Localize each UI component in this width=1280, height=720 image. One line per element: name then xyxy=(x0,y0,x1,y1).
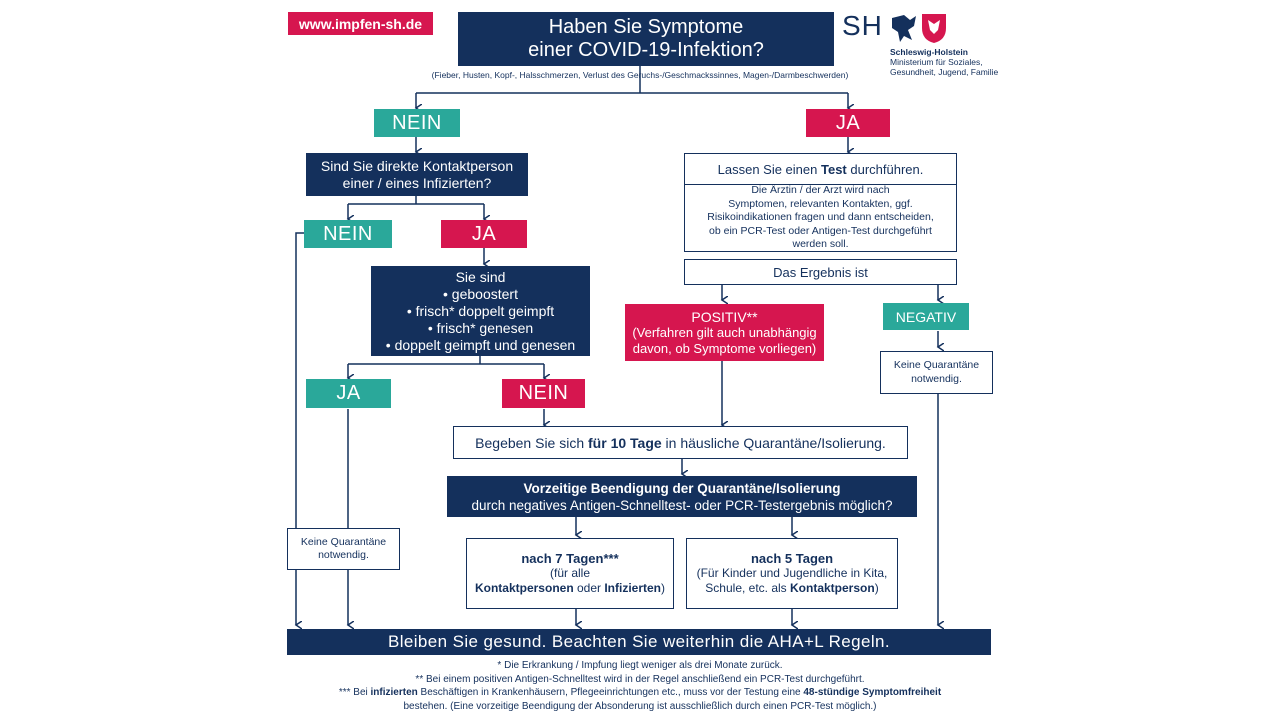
quarantine-pre: Begeben Sie sich xyxy=(475,434,589,451)
yes-symptoms-label: JA xyxy=(806,109,890,137)
positive-label: POSITIV** xyxy=(691,308,758,325)
footnote-4: bestehen. (Eine vorzeitige Beendigung de… xyxy=(403,700,877,712)
status-item: • doppelt geimpft und genesen xyxy=(385,336,576,353)
seven-days-option: nach 7 Tagen*** (für alle Kontaktpersone… xyxy=(466,538,674,609)
doctor-info-line: Risikoindikationen fragen und dann entsc… xyxy=(707,211,934,224)
no-quarantine-right-line-2: notwendig. xyxy=(911,372,962,385)
early-end-question: Vorzeitige Beendigung der Quarantäne/Iso… xyxy=(447,476,917,517)
doctor-info-line: Die Ärztin / der Arzt wird nach xyxy=(751,184,890,197)
test-text-post: durchführen. xyxy=(846,161,924,177)
symptoms-subtitle: (Fieber, Husten, Kopf-, Halsschmerzen, V… xyxy=(431,70,849,80)
five-days-line-1: (Für Kinder und Jugendliche in Kita, xyxy=(696,566,888,580)
title-line-1: Haben Sie Symptome xyxy=(548,16,744,38)
contact-question-line-1: Sind Sie direkte Kontaktperson xyxy=(320,157,514,174)
negative-result-label: NEGATIV xyxy=(883,303,969,330)
quarantine-bold: für 10 Tage xyxy=(588,434,662,451)
positive-result-box: POSITIV** (Verfahren gilt auch unabhängi… xyxy=(625,304,824,361)
seven-days-title: nach 7 Tagen*** xyxy=(521,551,619,566)
quarantine-post: in häusliche Quarantäne/Isolierung. xyxy=(661,434,886,451)
doctor-info-line: Symptomen, relevanten Kontakten, ggf. xyxy=(728,197,913,210)
early-end-line-2: durch negatives Antigen-Schnelltest- ode… xyxy=(471,497,893,513)
five-days-pre: Schule, etc. als xyxy=(705,581,791,595)
logo-ministry-1: Ministerium für Soziales, xyxy=(890,57,983,67)
logo-mark: SH xyxy=(842,10,883,41)
stay-healthy-banner: Bleiben Sie gesund. Beachten Sie weiterh… xyxy=(287,629,991,655)
five-days-end: ) xyxy=(874,581,879,595)
title-line-2: einer COVID-19-Infektion? xyxy=(528,39,764,61)
five-days-contact: Kontaktperson xyxy=(790,581,875,595)
test-text-pre: Lassen Sie einen xyxy=(717,161,821,177)
footnote-3b: infizierten xyxy=(370,687,418,698)
no-quarantine-right-line-1: Keine Quarantäne xyxy=(893,359,980,371)
no-quarantine-right: Keine Quarantäne notwendig. xyxy=(880,351,993,394)
status-title: Sie sind xyxy=(455,268,506,285)
status-no-label: NEIN xyxy=(502,379,585,408)
seven-days-infected: Infizierten xyxy=(604,581,662,595)
seven-days-contacts: Kontaktpersonen xyxy=(474,581,574,595)
footnote-2: ** Bei einem positiven Antigen-Schnellte… xyxy=(415,673,865,685)
contact-question: Sind Sie direkte Kontaktperson einer / e… xyxy=(306,153,528,196)
footnote-1: * Die Erkrankung / Impfung liegt weniger… xyxy=(497,660,783,671)
seven-days-end: ) xyxy=(661,581,666,595)
logo-name: Schleswig-Holstein xyxy=(890,47,968,57)
page-title: Haben Sie Symptome einer COVID-19-Infekt… xyxy=(458,12,834,66)
no-quarantine-left-line-1: Keine Quarantäne xyxy=(300,535,387,548)
seven-days-line-1: (für alle xyxy=(549,566,590,580)
test-box: Lassen Sie einen Test durchführen. xyxy=(684,153,957,185)
positive-note-line-2: davon, ob Symptome vorliegen) xyxy=(632,340,817,356)
seven-days-or: oder xyxy=(573,581,605,595)
footnote-3a: *** Bei xyxy=(338,687,371,698)
status-item: • geboostert xyxy=(443,285,518,302)
footnote-3d: 48-stündige Symptomfreiheit xyxy=(803,687,942,698)
doctor-info-line: werden soll. xyxy=(792,238,849,251)
coat-of-arms-icon xyxy=(892,14,946,43)
not-contact-label: NEIN xyxy=(304,220,392,248)
status-item: • frisch* genesen xyxy=(427,319,534,336)
five-days-option: nach 5 Tagen (Für Kinder und Jugendliche… xyxy=(686,538,898,609)
quarantine-box: Begeben Sie sich für 10 Tage in häuslich… xyxy=(453,426,908,459)
five-days-title: nach 5 Tagen xyxy=(750,551,834,566)
website-badge-text: www.impfen-sh.de xyxy=(298,15,423,32)
logo-ministry-2: Gesundheit, Jugend, Familie xyxy=(890,67,999,77)
status-item: • frisch* doppelt geimpft xyxy=(406,302,555,319)
no-quarantine-left-line-2: notwendig. xyxy=(318,549,369,561)
vaccination-status-box: Sie sind • geboostert • frisch* doppelt … xyxy=(371,266,590,356)
no-symptoms-label: NEIN xyxy=(374,109,460,137)
early-end-line-1: Vorzeitige Beendigung der Quarantäne/Iso… xyxy=(523,480,841,496)
test-text-bold: Test xyxy=(820,161,847,177)
is-contact-label: JA xyxy=(441,220,527,248)
status-yes-label: JA xyxy=(306,379,391,408)
positive-note-line-1: (Verfahren gilt auch unabhängig xyxy=(632,324,817,340)
doctor-info-box: Die Ärztin / der Arzt wird nach Symptome… xyxy=(684,184,957,252)
logo: SH Schleswig-Holstein Ministerium für So… xyxy=(842,10,1002,80)
result-box: Das Ergebnis ist xyxy=(684,259,957,285)
contact-question-line-2: einer / eines Infizierten? xyxy=(342,174,492,191)
no-quarantine-left: Keine Quarantäne notwendig. xyxy=(287,528,400,570)
footnote-3c: Beschäftigen in Krankenhäusern, Pflegeei… xyxy=(417,687,804,698)
footnotes: * Die Erkrankung / Impfung liegt weniger… xyxy=(290,659,990,713)
website-badge[interactable]: www.impfen-sh.de xyxy=(288,12,433,35)
doctor-info-line: ob ein PCR-Test oder Antigen-Test durchg… xyxy=(709,224,932,237)
